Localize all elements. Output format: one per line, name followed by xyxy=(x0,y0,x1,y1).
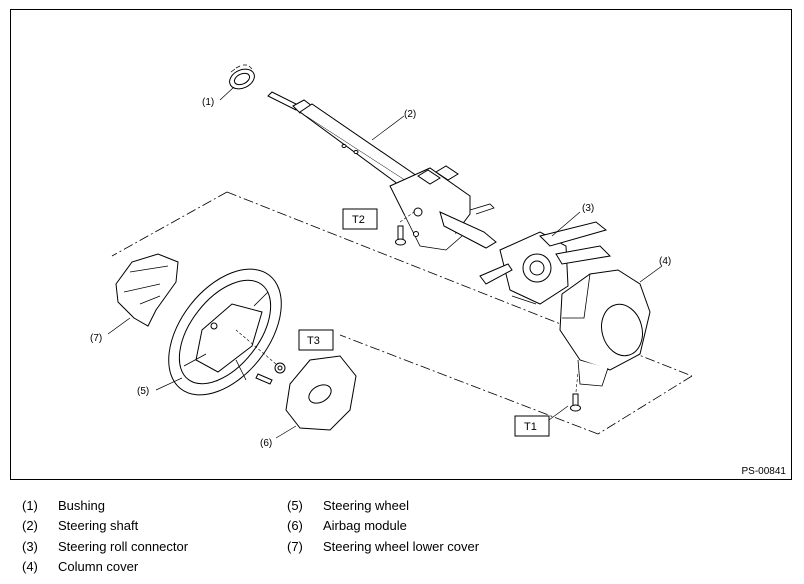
leader-line xyxy=(235,329,277,365)
steering-roll-connector-part xyxy=(479,221,612,305)
bolt-part xyxy=(570,393,581,412)
svg-text:T3: T3 xyxy=(307,335,320,347)
legend-item-number: (2) xyxy=(22,518,38,533)
leader-line xyxy=(275,425,297,439)
leader-line xyxy=(219,86,235,101)
leader-line xyxy=(107,317,131,335)
legend-item: (5) xyxy=(287,498,303,514)
svg-text:T2: T2 xyxy=(352,214,365,226)
leader-line xyxy=(575,371,579,393)
legend-item-name: Steering wheel lower cover xyxy=(323,539,480,554)
legend-item-name: Steering roll connector xyxy=(58,539,189,554)
leader-line xyxy=(639,265,663,283)
legend-item-number: (7) xyxy=(287,539,303,554)
airbag-module-part xyxy=(285,355,357,431)
torque-tag-t3: T3 xyxy=(298,329,334,351)
legend-item-number: (6) xyxy=(287,518,303,533)
bolt-part xyxy=(255,362,286,385)
steering-shaft-part xyxy=(267,91,497,251)
diagram-frame xyxy=(10,9,792,480)
column-cover-part xyxy=(559,269,651,387)
callout-1: (1) xyxy=(202,97,214,108)
bushing-part xyxy=(229,64,255,90)
callout-7: (7) xyxy=(90,333,102,344)
bolt-part xyxy=(395,225,406,246)
leader-line xyxy=(155,377,183,391)
torque-tag-t1: T1 xyxy=(514,415,550,437)
legend-item-name: Airbag module xyxy=(323,518,407,533)
figure-code: PS-00841 xyxy=(742,466,787,477)
legend-item: (6) xyxy=(287,518,303,534)
leader-line xyxy=(371,115,405,141)
legend-item-number: (1) xyxy=(22,498,38,513)
callout-5: (5) xyxy=(137,386,149,397)
legend-item-number: (4) xyxy=(22,559,38,574)
legend-item-name: Steering wheel xyxy=(323,498,409,513)
svg-text:T1: T1 xyxy=(524,421,537,433)
callout-6: (6) xyxy=(260,438,272,449)
legend-item-name: Column cover xyxy=(58,559,139,574)
legend-item-number: (3) xyxy=(22,539,38,554)
legend-item: (7) xyxy=(287,539,303,555)
leader-line xyxy=(548,405,569,421)
torque-tag-t2: T2 xyxy=(342,208,378,230)
legend-item-number: (5) xyxy=(287,498,303,513)
lower-cover-part xyxy=(115,253,179,327)
legend-item: (4) xyxy=(22,559,38,575)
legend-item-name: Bushing xyxy=(58,498,105,513)
leader-line xyxy=(551,211,581,237)
callout-3: (3) xyxy=(582,203,594,214)
legend-item: (1) xyxy=(22,498,38,514)
steering-wheel-part xyxy=(168,268,282,396)
callout-2: (2) xyxy=(404,109,416,120)
legend-item-name: Steering shaft xyxy=(58,518,139,533)
leader-line xyxy=(399,211,415,223)
callout-4: (4) xyxy=(659,256,671,267)
legend-item: (2) xyxy=(22,518,38,534)
legend-item: (3) xyxy=(22,539,38,555)
